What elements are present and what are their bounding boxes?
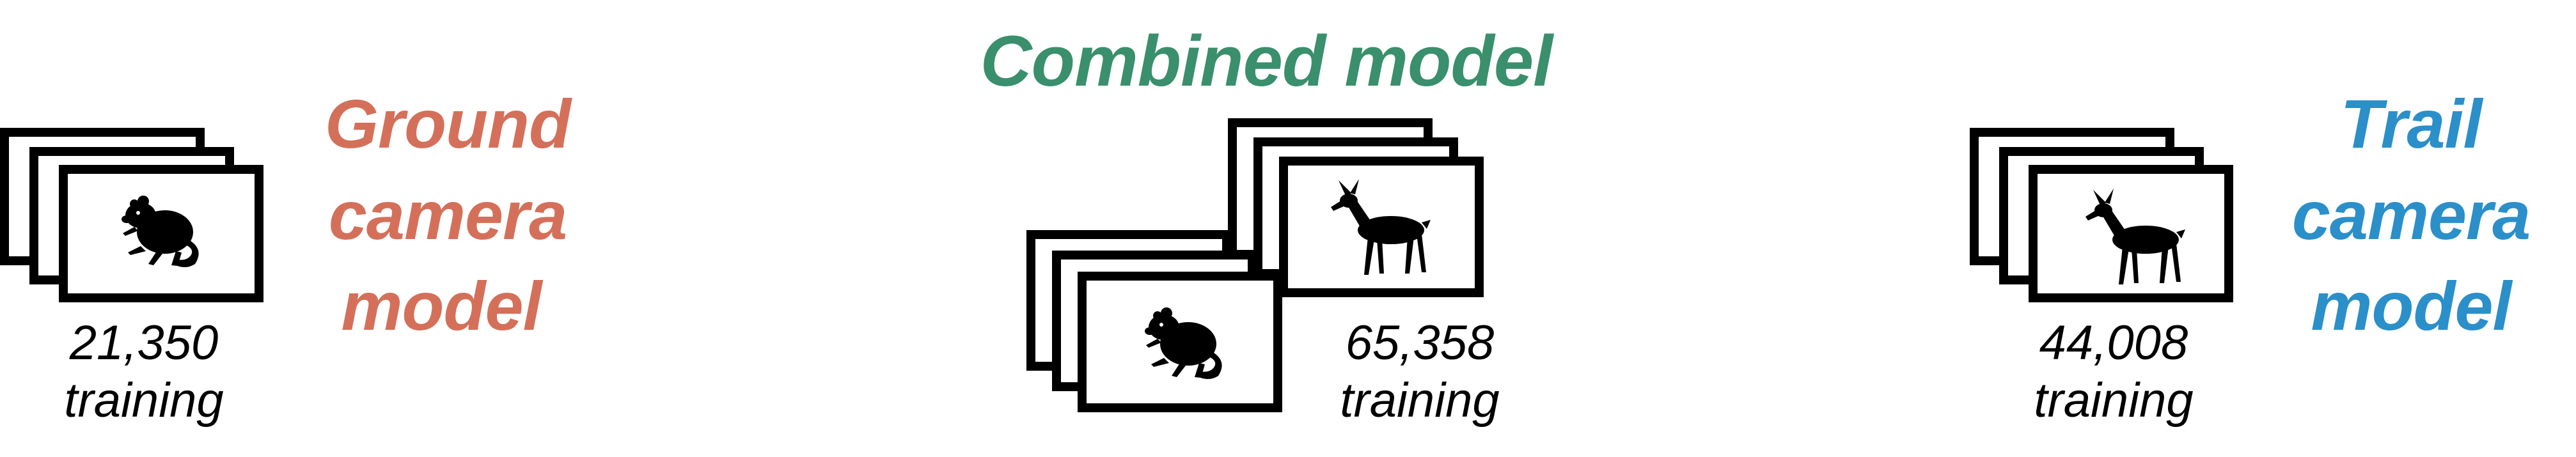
combined-panel: Combined model: [959, 0, 1663, 457]
trail-camera-panel: Trail camera model 44,008 training: [1970, 0, 2576, 457]
combined-title: Combined model: [980, 21, 1553, 101]
ground-title-line-3: model: [341, 267, 542, 345]
image-stack-frame-front: [1279, 157, 1484, 297]
deer-icon: [1327, 173, 1436, 281]
deer-icon: [2082, 182, 2190, 291]
image-stack-frame-front: [1078, 272, 1282, 412]
ground-title-line-1: Ground: [325, 85, 571, 162]
trail-title-line-1: Trail: [2340, 85, 2482, 162]
ground-count: 21,350: [69, 316, 219, 370]
ground-title-line-2: camera: [328, 176, 567, 254]
rodent-icon: [115, 189, 205, 272]
ground-count-label: training: [64, 373, 224, 428]
trail-count: 44,008: [2039, 316, 2188, 370]
image-stack-frame-front: [59, 165, 263, 302]
ground-camera-panel: Ground camera model 21,350 training: [0, 0, 640, 457]
rodent-icon: [1138, 300, 1228, 383]
trail-count-label: training: [2034, 373, 2194, 428]
image-stack-frame-front: [2029, 165, 2233, 302]
trail-title-line-2: camera: [2291, 176, 2531, 254]
combined-count-label: training: [1340, 373, 1500, 428]
combined-count: 65,358: [1345, 316, 1495, 370]
trail-title-line-3: model: [2311, 267, 2511, 345]
